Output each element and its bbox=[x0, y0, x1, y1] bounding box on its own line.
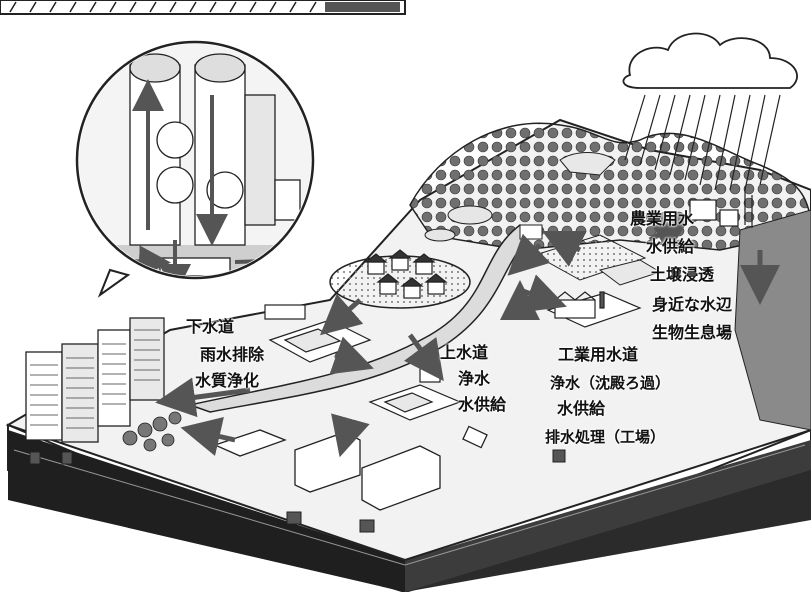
label-sewer: 下水道 bbox=[186, 318, 234, 336]
label-agri: 農業用水 bbox=[630, 210, 694, 228]
label-waterside: 身近な水辺 bbox=[652, 296, 732, 314]
label-rain-drain: 雨水排除 bbox=[200, 346, 264, 364]
label-wastewater: 排水処理（工場） bbox=[545, 428, 665, 446]
inset-magnifier bbox=[77, 42, 318, 295]
label-soil-seep: 土壌浸透 bbox=[650, 266, 714, 284]
label-clean-water-process: 浄水（沈殿ろ過） bbox=[550, 374, 670, 392]
label-water-supply: 上水道 bbox=[440, 344, 488, 362]
label-supply: 水供給 bbox=[458, 396, 506, 414]
label-agri-supply: 水供給 bbox=[646, 238, 694, 256]
label-industrial: 工業用水道 bbox=[558, 346, 638, 364]
header-bar bbox=[0, 0, 405, 14]
label-habitat: 生物生息場 bbox=[652, 324, 732, 342]
label-clean-water: 浄水 bbox=[458, 370, 490, 388]
label-ind-supply: 水供給 bbox=[557, 400, 605, 418]
label-water-purify: 水質浄化 bbox=[195, 372, 259, 390]
